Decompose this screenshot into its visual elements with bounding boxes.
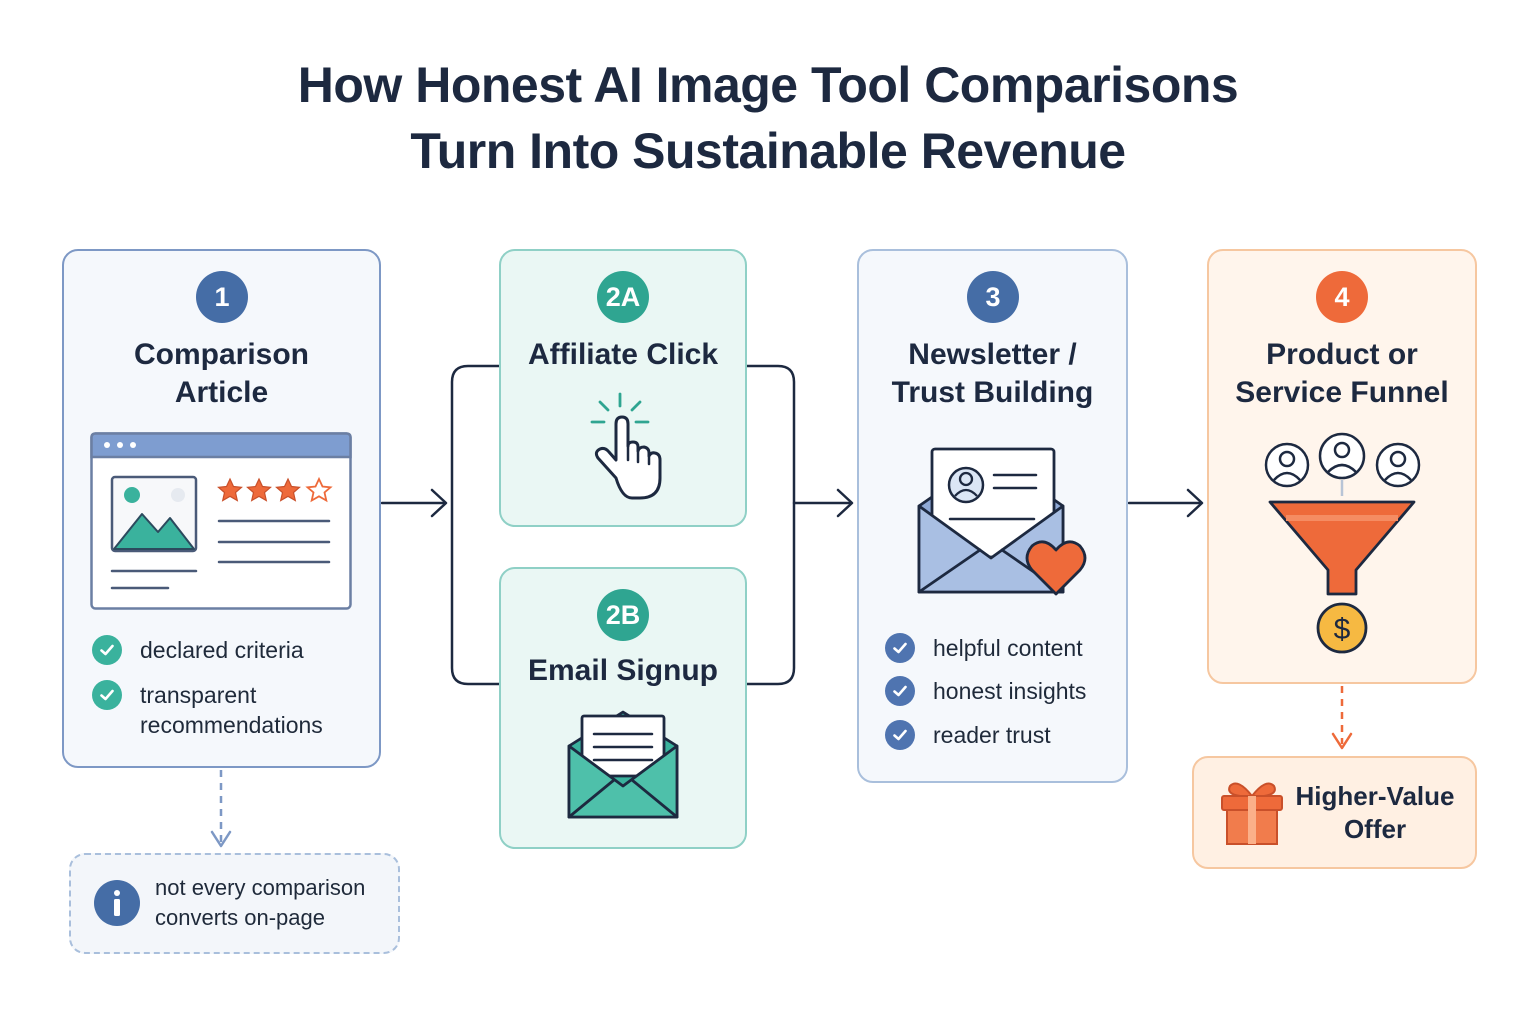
step-badge-3: 3 bbox=[967, 271, 1019, 323]
envelope-icon bbox=[567, 710, 679, 819]
dashed-arrow-to-note bbox=[210, 770, 232, 848]
dollar-coin-icon bbox=[1316, 602, 1368, 654]
gift-icon bbox=[1221, 782, 1283, 845]
funnel-icon: $ bbox=[1264, 432, 1421, 654]
conversion-note-text: not every comparison converts on-page bbox=[155, 875, 366, 930]
step-badge-1: 1 bbox=[196, 271, 248, 323]
affiliate-click-title: Affiliate Click bbox=[527, 338, 719, 371]
star-icon bbox=[246, 477, 272, 502]
pointer-click-icon bbox=[590, 392, 662, 500]
bracket-right bbox=[745, 364, 796, 686]
star-icon bbox=[275, 477, 301, 502]
svg-text:$: $ bbox=[1334, 613, 1351, 646]
heart-icon bbox=[1025, 540, 1087, 596]
star-icon bbox=[217, 477, 243, 502]
check-icon bbox=[885, 676, 915, 706]
newsletter-trust-title: Newsletter / Trust Building bbox=[891, 338, 1094, 409]
step-badge-2a: 2A bbox=[597, 271, 649, 323]
browser-article-icon bbox=[90, 432, 352, 610]
email-signup-title: Email Signup bbox=[527, 654, 719, 687]
envelope-heart-icon bbox=[917, 447, 1087, 596]
step-badge-2b: 2B bbox=[597, 589, 649, 641]
newsletter-check-3: reader trust bbox=[885, 720, 1125, 750]
page-title: How Honest AI Image Tool Comparisons Tur… bbox=[0, 52, 1536, 184]
newsletter-check-2: honest insights bbox=[885, 676, 1125, 706]
higher-value-offer-label: Higher-Value Offer bbox=[1295, 781, 1455, 844]
title-line-2: Turn Into Sustainable Revenue bbox=[410, 123, 1126, 179]
user-icon bbox=[1318, 432, 1366, 480]
comparison-article-title: Comparison Article bbox=[133, 338, 310, 409]
bracket-left bbox=[450, 364, 501, 686]
step-badge-4: 4 bbox=[1316, 271, 1368, 323]
dashed-arrow-to-offer bbox=[1331, 686, 1353, 750]
check-icon bbox=[885, 633, 915, 663]
check-icon bbox=[92, 680, 122, 710]
check-icon bbox=[885, 720, 915, 750]
check-icon bbox=[92, 635, 122, 665]
product-funnel-title: Product or Service Funnel bbox=[1235, 338, 1449, 409]
title-line-1: How Honest AI Image Tool Comparisons bbox=[297, 57, 1239, 113]
comparison-check-2: transparent recommendations bbox=[92, 680, 372, 740]
star-outline-icon bbox=[305, 476, 333, 503]
info-icon bbox=[94, 880, 140, 926]
user-icon bbox=[1375, 442, 1421, 488]
newsletter-check-1: helpful content bbox=[885, 633, 1125, 663]
user-icon bbox=[1264, 442, 1310, 488]
comparison-check-1: declared criteria bbox=[92, 635, 372, 665]
conversion-note-card bbox=[69, 853, 400, 954]
